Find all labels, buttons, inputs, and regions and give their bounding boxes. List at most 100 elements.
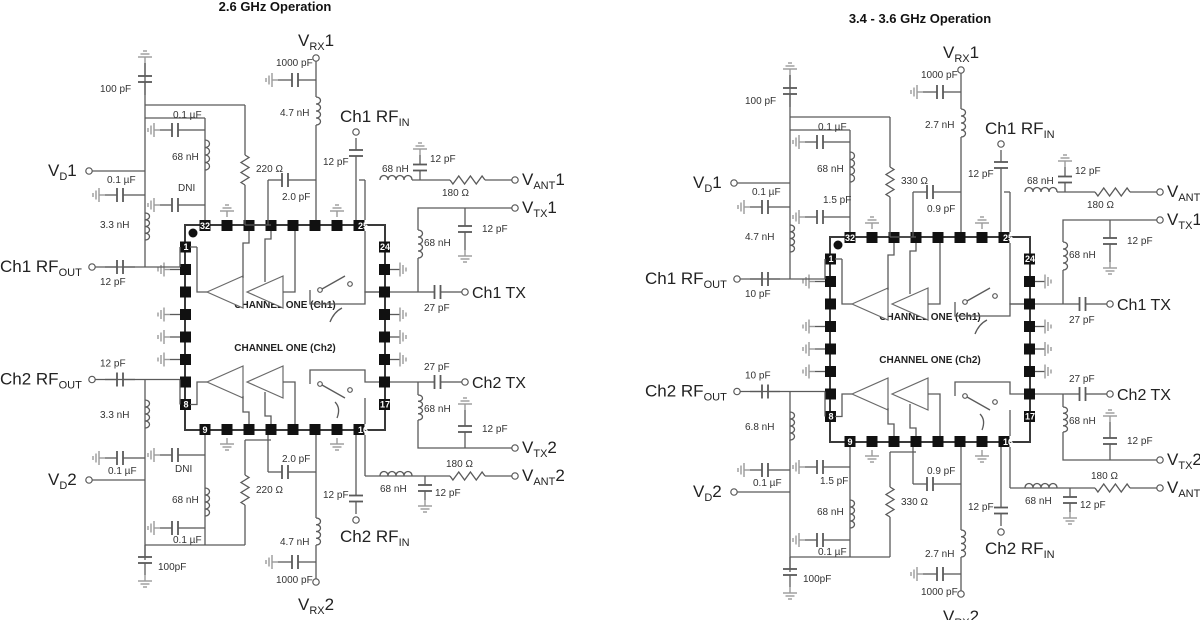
label-ch1-rfin: Ch1 RFIN	[340, 107, 410, 129]
pin-number-8: 8	[828, 412, 833, 422]
pad-bottom	[844, 436, 856, 447]
label-r-ant2: 180 Ω	[446, 459, 473, 470]
ground-symbol	[1044, 319, 1052, 334]
wire	[841, 259, 852, 305]
label-vant2-tail: 2	[555, 466, 564, 485]
label-c-rfin1: 12 pF	[968, 169, 994, 180]
label-l-vd-top: 68 nH	[172, 152, 199, 163]
amplifier-ch1-stage1	[205, 275, 244, 309]
label-c-tx2-dec: 12 pF	[482, 424, 508, 435]
label-ch1-rfout-main: Ch1 RF	[645, 269, 704, 288]
ground-symbol	[792, 210, 805, 224]
amplifier-ch2-stage1	[205, 365, 244, 399]
wire	[887, 243, 895, 290]
pad-left	[825, 253, 836, 265]
ground-symbol	[157, 330, 170, 344]
ground-symbol	[157, 307, 170, 322]
pad-right	[379, 264, 390, 275]
capacitor-tx1	[1065, 297, 1100, 311]
pad-left	[825, 343, 836, 355]
label-c-rfout1: 10 pF	[745, 289, 771, 300]
label-l-rx1: 4.7 nH	[280, 108, 309, 119]
pad-bottom	[265, 424, 277, 435]
channel-label-top: CHANNEL ONE (Ch1)	[879, 312, 980, 323]
label-ch1-rfin-main: Ch1 RF	[340, 107, 399, 126]
inductor-coil	[144, 399, 151, 429]
resistor-zigzag	[449, 470, 486, 482]
ground-symbol	[265, 73, 278, 87]
pin-number-1: 1	[828, 254, 833, 264]
label-vrx2-main: V	[943, 607, 955, 620]
ic-package	[184, 224, 386, 431]
ground-symbol	[783, 587, 797, 600]
switch-contact	[962, 299, 968, 305]
ground-symbol	[147, 521, 160, 535]
label-vant1-main: V	[522, 170, 534, 189]
label-vd1-sub: D	[59, 171, 67, 183]
pad-right	[379, 241, 390, 253]
label-c-tx1-dec: 12 pF	[482, 224, 508, 235]
switch-contact	[962, 393, 968, 399]
pad-top	[287, 220, 299, 231]
vtx2-terminal	[1156, 456, 1164, 464]
ground-symbol	[220, 204, 234, 217]
capacitor-dni-bot	[805, 460, 835, 474]
capacitor-ant1-dec	[413, 155, 427, 180]
pad-top	[866, 232, 878, 243]
channel-label-bottom: CHANNEL ONE (Ch2)	[879, 355, 980, 366]
label-r-bias-top: 220 Ω	[256, 164, 283, 175]
label-l-rfout2: 3.3 nH	[100, 410, 129, 421]
pad-bottom	[910, 436, 922, 447]
pad-bottom	[954, 436, 966, 447]
label-c-01-bot: 0.1 µF	[173, 535, 202, 546]
pin1-dot	[833, 240, 843, 250]
pin-number-9: 9	[847, 437, 852, 447]
capacitor-dni-bot	[160, 448, 190, 462]
pin-number-25: 25	[358, 221, 368, 231]
ground-symbol	[783, 62, 797, 75]
label-vtx2-sub: TX	[533, 448, 548, 460]
resistor-zigzag	[884, 166, 896, 198]
pad-right	[379, 399, 390, 410]
label-ch1-rfin-sub: IN	[399, 117, 410, 129]
ground-symbol	[413, 142, 427, 155]
wire	[283, 231, 296, 293]
capacitor-rfin2	[349, 483, 363, 514]
pad-bottom	[221, 424, 233, 435]
wire	[835, 393, 852, 418]
ground-symbol	[458, 397, 472, 410]
inductor-coil	[1024, 186, 1058, 193]
label-c-dni-top: DNI	[178, 183, 195, 194]
ground-symbol	[399, 352, 407, 367]
label-l-vd-bot: 68 nH	[172, 495, 199, 506]
ground-symbol	[220, 438, 234, 451]
label-c-ant2: 12 pF	[435, 488, 461, 499]
wire	[196, 247, 207, 293]
capacitor-tx1-dec	[1103, 220, 1117, 262]
label-vtx2-main: V	[1167, 450, 1179, 469]
label-vant2-sub: ANT	[1178, 488, 1200, 500]
inductor-rfout2	[789, 411, 796, 441]
label-c-01-top: 0.1 µF	[173, 110, 202, 121]
capacitor-01-top	[160, 123, 190, 137]
pad-left	[180, 399, 191, 410]
label-r-bias-bot: 220 Ω	[256, 485, 283, 496]
inductor-tx1	[417, 229, 424, 259]
ch2-tx-terminal	[461, 378, 469, 386]
capacitor-01-top	[805, 135, 835, 149]
label-vrx1-sub: RX	[954, 53, 970, 65]
capacitor-tx1	[420, 285, 455, 299]
pin-number-17: 17	[380, 400, 390, 410]
label-c-tx2: 27 pF	[424, 362, 450, 373]
pad-bottom	[243, 424, 255, 435]
pad-top	[309, 220, 321, 231]
capacitor-rx1	[930, 85, 950, 99]
ch2-rfout-terminal	[733, 387, 741, 396]
label-c-rx2: 1000 pF	[276, 575, 313, 586]
switch-arm	[966, 396, 991, 411]
inductor-rfout2	[144, 399, 151, 429]
ch1-tx-terminal	[1106, 300, 1114, 308]
label-c-vd-top: 100 pF	[100, 84, 131, 95]
ground-symbol	[147, 448, 160, 462]
